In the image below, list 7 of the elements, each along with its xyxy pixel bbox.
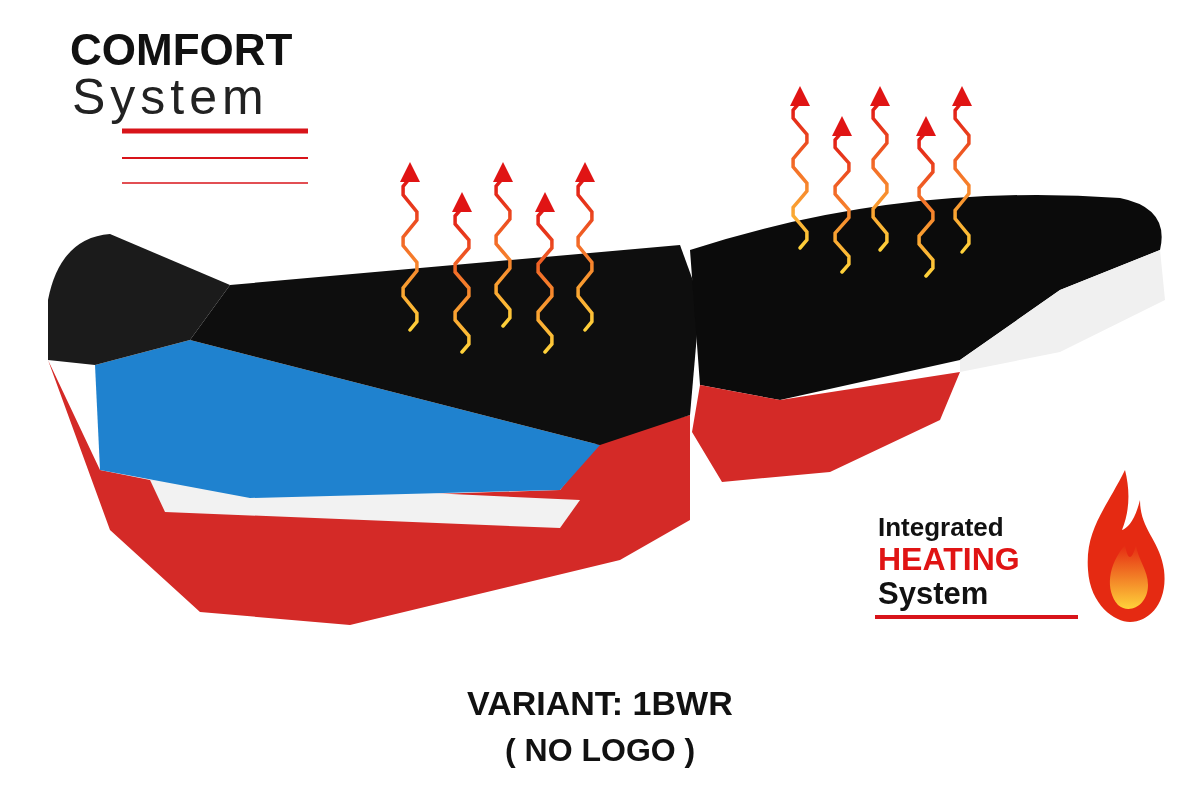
system-text: System (878, 578, 989, 609)
comfort-heading: COMFORT (70, 28, 293, 72)
variant-remark: ( NO LOGO ) (505, 734, 696, 766)
system-subheading: System (72, 72, 269, 122)
heating-text: HEATING (878, 543, 1020, 575)
integrated-text: Integrated (878, 514, 1004, 540)
variant-code: VARIANT: 1BWR (467, 686, 733, 720)
